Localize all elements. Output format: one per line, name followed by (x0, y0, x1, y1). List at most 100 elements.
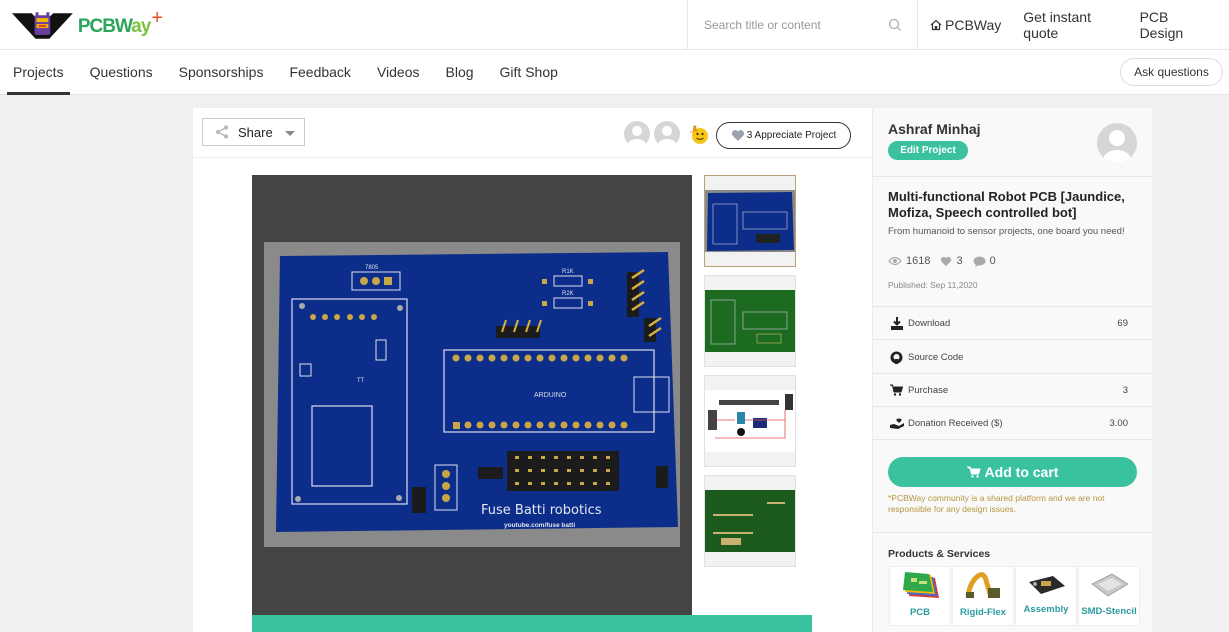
nav-pcb-design[interactable]: PCB Design (1140, 9, 1207, 41)
download-row[interactable]: Download 69 (873, 307, 1153, 340)
tab-questions[interactable]: Questions (89, 64, 153, 80)
brand-plus: + (151, 6, 163, 29)
brand-way: ay (131, 15, 151, 37)
bat-logo-icon (12, 12, 73, 39)
silk-r2k: R2K (562, 291, 574, 297)
silk-r1k: R1K (562, 269, 574, 275)
product-smd-stencil[interactable]: SMD-Stencil (1078, 566, 1140, 626)
thumbnail-green-pcb-bottom[interactable] (704, 475, 796, 567)
top-nav: PCBWay Get instant quote PCB Design (930, 0, 1229, 50)
product-assembly[interactable]: Assembly (1015, 566, 1077, 626)
home-icon (930, 19, 942, 31)
pcb-board-graphic: 7805 TT ARDUINO R1K (264, 242, 680, 547)
appreciate-project-button[interactable]: 3 Appreciate Project (716, 122, 851, 149)
add-to-cart-label: Add to cart (984, 464, 1059, 480)
thumbnail-image (705, 390, 795, 452)
thumbnail-strip (704, 175, 796, 575)
smd-stencil-product-icon (1091, 573, 1129, 597)
cart-icon (966, 466, 981, 478)
comments-count: 0 (989, 255, 996, 267)
download-count: 69 (1117, 317, 1128, 329)
thumbnail-image (705, 190, 795, 252)
author-avatar[interactable] (1097, 123, 1137, 163)
share-icon (215, 125, 229, 139)
project-tabs-bar[interactable] (252, 615, 812, 632)
nav-design-label: PCB Design (1139, 9, 1184, 41)
project-image-viewer[interactable]: 7805 TT ARDUINO R1K (252, 175, 692, 615)
search-box (687, 0, 918, 50)
donation-label: Donation Received ($) (908, 417, 1003, 429)
silk-url: youtube.com/fuse batti (504, 522, 575, 529)
purchase-row[interactable]: Purchase 3 (873, 374, 1153, 407)
disclaimer-text: *PCBWay community is a shared platform a… (888, 493, 1105, 514)
products-grid: PCB Rigid-Flex Assembly SMD-Stencil (889, 566, 1141, 626)
tab-blog[interactable]: Blog (445, 64, 474, 80)
likes-count: 3 (956, 255, 963, 267)
avatar[interactable] (654, 121, 680, 147)
product-rigid-flex-label: Rigid-Flex (960, 607, 1006, 618)
user-silhouette-icon (1103, 130, 1131, 163)
tab-sponsorships[interactable]: Sponsorships (178, 64, 264, 80)
thumbnail-image (705, 290, 795, 352)
views-count: 1618 (906, 255, 931, 267)
pcb-render-image: 7805 TT ARDUINO R1K (264, 242, 680, 547)
project-stats: 1618 3 0 (888, 255, 1006, 267)
silk-tt: TT (357, 378, 365, 384)
sub-nav: Projects Questions Sponsorships Feedback… (0, 50, 1229, 95)
appreciate-label: 3 Appreciate Project (746, 130, 837, 141)
rigid-flex-product-icon (965, 572, 1000, 598)
project-title: Multi-functional Robot PCB [Jaundice, Mo… (888, 189, 1125, 220)
avatar[interactable] (624, 121, 650, 147)
download-icon (891, 316, 903, 330)
heart-icon (941, 256, 952, 266)
donation-row[interactable]: Donation Received ($) 3.00 (873, 407, 1153, 440)
nav-pcbway[interactable]: PCBWay (930, 17, 1001, 33)
divider (873, 532, 1153, 533)
nav-get-instant-quote[interactable]: Get instant quote (1023, 9, 1117, 41)
tab-gift-shop[interactable]: Gift Shop (499, 64, 558, 80)
silk-7805: 7805 (365, 265, 379, 271)
tab-bar: Projects Questions Sponsorships Feedback… (7, 50, 578, 95)
project-main-card: Share 3 Appreciate Project (193, 108, 872, 632)
search-icon[interactable] (888, 18, 902, 32)
thumbnail-wiring-schematic[interactable] (704, 375, 796, 467)
product-pcb[interactable]: PCB (889, 566, 951, 626)
search-input[interactable] (704, 16, 884, 34)
share-label: Share (238, 124, 273, 140)
product-smd-stencil-label: SMD-Stencil (1081, 606, 1137, 617)
project-toolbar: Share 3 Appreciate Project (193, 108, 872, 158)
author-name[interactable]: Ashraf Minhaj (888, 121, 981, 137)
silk-title: Fuse Batti robotics (481, 503, 602, 518)
product-rigid-flex[interactable]: Rigid-Flex (952, 566, 1014, 626)
pcbway-logo[interactable]: PCBWay+ (12, 7, 163, 43)
product-assembly-label: Assembly (1023, 604, 1069, 615)
thumbs-up-emoji-icon (689, 125, 708, 144)
project-sidebar: Ashraf Minhaj Edit Project Multi-functio… (872, 108, 1153, 632)
brand-name: PCBWay+ (78, 7, 163, 38)
assembly-product-icon (1029, 576, 1065, 594)
silk-arduino: ARDUINO (534, 392, 567, 399)
project-description: From humanoid to sensor projects, one bo… (888, 226, 1125, 237)
user-silhouette-icon (658, 126, 676, 147)
edit-project-button[interactable]: Edit Project (888, 141, 968, 160)
cart-icon (890, 384, 903, 396)
ask-questions-button[interactable]: Ask questions (1120, 58, 1223, 86)
purchase-count: 3 (1122, 384, 1128, 396)
download-label: Download (908, 317, 951, 329)
divider (873, 306, 1153, 307)
chevron-down-icon (285, 131, 295, 136)
thumbnail-blue-pcb[interactable] (704, 175, 796, 267)
published-date: Published: Sep 11,2020 (888, 280, 978, 290)
github-icon (890, 351, 903, 364)
add-to-cart-button[interactable]: Add to cart (888, 457, 1137, 487)
thumbnail-green-pcb-top[interactable] (704, 275, 796, 367)
source-code-row[interactable]: Source Code (873, 341, 1153, 374)
nav-quote-label: Get instant quote (1023, 9, 1091, 41)
comment-icon (973, 256, 986, 267)
tab-feedback[interactable]: Feedback (289, 64, 351, 80)
product-pcb-label: PCB (909, 607, 931, 618)
pcb-product-icon (903, 572, 939, 598)
tab-videos[interactable]: Videos (376, 64, 420, 80)
share-dropdown[interactable]: Share (202, 118, 305, 146)
tab-projects[interactable]: Projects (7, 50, 70, 95)
